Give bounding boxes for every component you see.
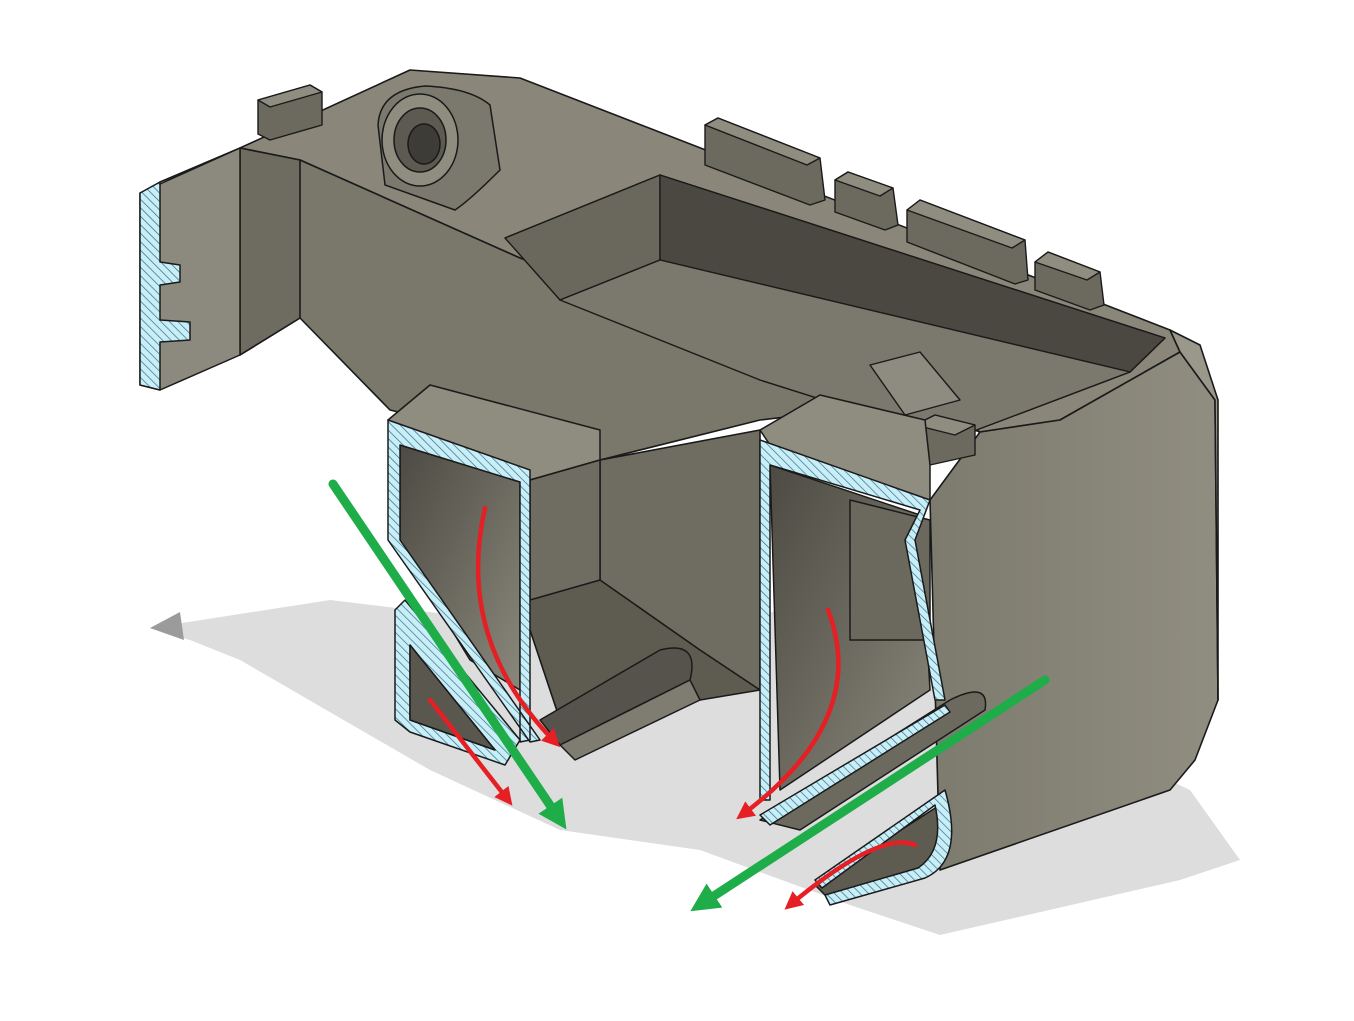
left-lower-flap-face [409,644,496,751]
left-section-cut [139,181,191,391]
tab-long-2 [906,199,1029,285]
right-deflector-cut [759,704,951,826]
mounting-boss [377,85,501,211]
right-end-rim [1169,329,1219,701]
inner-partition [239,147,301,356]
top-tabs [257,84,1105,466]
tab-long-1 [704,117,826,206]
left-duct-side [529,459,601,601]
flow-arrows [328,479,1050,912]
flow-main-arrow [328,479,567,830]
tab-short-1 [834,171,899,231]
flow-secondary-arrow [784,840,918,910]
flow-secondary-arrow [736,607,841,820]
right-duct-cut [759,439,946,801]
flow-secondary-arrow [427,697,513,806]
flow-main-arrow [690,675,1050,912]
tab-short-2 [1034,251,1105,311]
top-recess [504,174,1166,441]
tab-left [257,84,323,141]
left-duct [387,384,701,766]
right-lower-lip-cut [814,789,953,906]
flow-secondary-arrow [475,505,561,748]
left-end-section [139,147,241,391]
right-duct [759,394,987,906]
